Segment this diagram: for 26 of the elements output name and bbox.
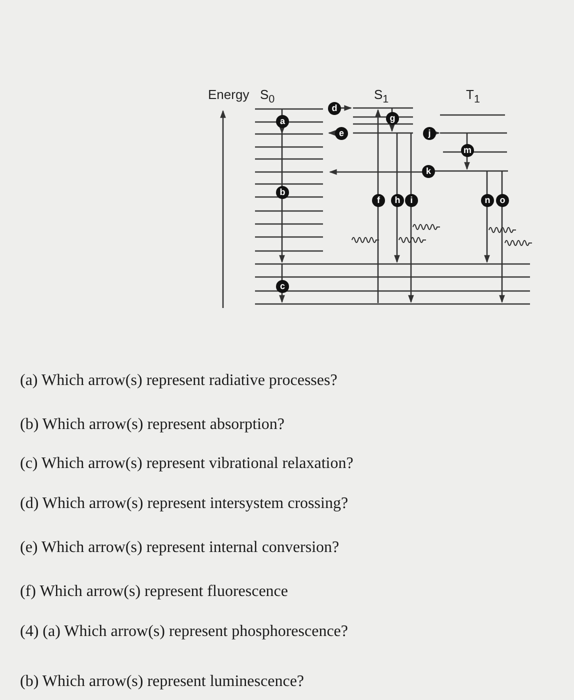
callout-letter: c <box>276 280 289 293</box>
state-label: S$_{1}$ <box>374 87 389 106</box>
callout-letter: b <box>276 186 289 199</box>
callout-letter: k <box>422 165 435 178</box>
callout-letter: d <box>328 102 341 115</box>
callout-letter: m <box>461 144 474 157</box>
callout-letter: e <box>335 127 348 140</box>
state-label: T$_{1}$ <box>466 87 480 106</box>
callout-letter: g <box>386 112 399 125</box>
callout-letter: o <box>496 194 509 207</box>
question-text: (4) (a) Which arrow(s) represent phosphorescence? <box>20 623 348 641</box>
callout-letter: n <box>481 194 494 207</box>
question-text: (b) Which arrow(s) represent luminescence? <box>20 673 304 691</box>
callout-letter: h <box>391 194 404 207</box>
question-text: (f) Which arrow(s) represent fluorescence <box>20 583 288 601</box>
question-text: (b) Which arrow(s) represent absorption? <box>20 416 284 434</box>
callout-letter: j <box>423 127 436 140</box>
question-text: (a) Which arrow(s) represent radiative processes? <box>20 372 338 390</box>
callout-letter: f <box>372 194 385 207</box>
question-text: (c) Which arrow(s) represent vibrational relaxation? <box>20 455 354 473</box>
axis-title: Energy <box>208 87 250 102</box>
callout-letter: i <box>405 194 418 207</box>
question-text: (d) Which arrow(s) represent intersystem crossing? <box>20 495 348 513</box>
question-text: (e) Which arrow(s) represent internal conversion? <box>20 539 340 557</box>
state-label: S$_{0}$ <box>260 87 275 106</box>
callout-letter: a <box>276 115 289 128</box>
